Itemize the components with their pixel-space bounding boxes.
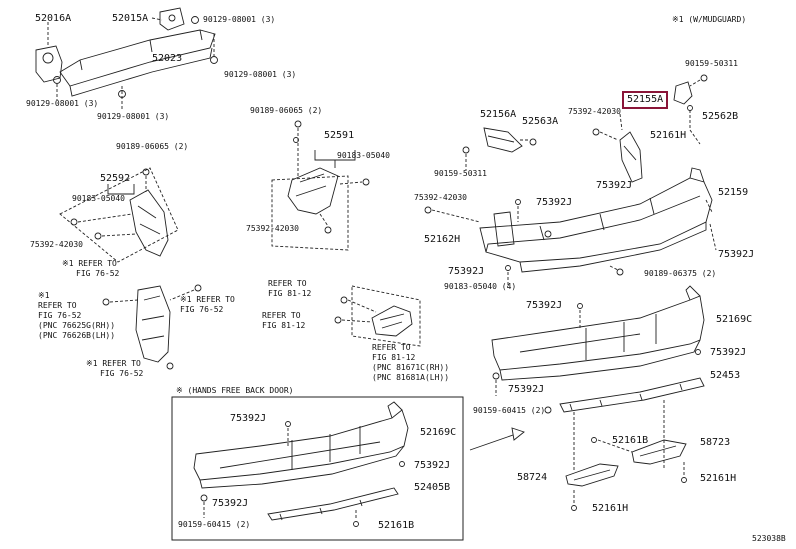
ref-mudguard-2-line5: (PNC 76626B(LH)) [38, 331, 116, 340]
part-90183-05040-b[interactable]: 90183-05040 [72, 194, 125, 203]
part-90129-08001-a[interactable]: 90129-08001 (3) [203, 15, 276, 24]
bracket-52155A-drawing [592, 74, 708, 183]
part-90159-50311-b[interactable]: 90159-50311 [434, 169, 487, 178]
ref-lamp-3-line4: (PNC 81681A(LH)) [372, 373, 450, 382]
arrow-to-main [469, 427, 525, 451]
part-75392J-a[interactable]: 75392J [596, 180, 633, 191]
bracket-52592-drawing [70, 168, 169, 257]
inset-frame [171, 396, 464, 541]
part-52169C-a[interactable]: 52169C [716, 314, 753, 325]
ref-mudguard-2-line1: ※1 [38, 291, 50, 300]
ref-lamp-1-line1[interactable]: REFER TO [268, 279, 307, 288]
ref-mudguard-1-line2[interactable]: FIG 76-52 [76, 269, 120, 278]
part-52453[interactable]: 52453 [710, 370, 741, 381]
ref-mudguard-1-line1[interactable]: ※1 REFER TO [62, 259, 117, 268]
bracket-52591-drawing [287, 120, 370, 234]
part-90129-08001-b[interactable]: 90129-08001 (3) [224, 70, 297, 79]
part-90159-50311-a[interactable]: 90159-50311 [685, 59, 738, 68]
part-75392J-e[interactable]: 75392J [526, 300, 563, 311]
inset-part-75392J-a[interactable]: 75392J [230, 413, 267, 424]
inset-part-75392J-b[interactable]: 75392J [414, 460, 451, 471]
inset-part-75392J-c[interactable]: 75392J [212, 498, 249, 509]
ref-lamp-2-line1[interactable]: REFER TO [262, 311, 301, 320]
inset-reinforcement-drawing [267, 487, 399, 521]
part-52015A[interactable]: 52015A [112, 13, 149, 24]
part-52563A[interactable]: 52563A [522, 116, 559, 127]
ref-mudguard-2-line3[interactable]: FIG 76-52 [38, 311, 82, 320]
ref-mudguard-4-line2[interactable]: FIG 76-52 [100, 369, 144, 378]
part-90159-60415-a[interactable]: 90159-60415 (2) [473, 406, 546, 415]
ref-lamp-3-line1[interactable]: REFER TO [372, 343, 411, 352]
part-75392J-c[interactable]: 75392J [718, 249, 755, 260]
inset-part-90159-60415[interactable]: 90159-60415 (2) [178, 520, 251, 529]
part-90183-05040-c[interactable]: 90183-05040 (4) [444, 282, 517, 291]
ref-lamp-3-line2[interactable]: FIG 81-12 [372, 353, 416, 362]
ref-lamp-1-line2[interactable]: FIG 81-12 [268, 289, 312, 298]
part-52161H-c[interactable]: 52161H [592, 503, 629, 514]
part-90129-08001-d[interactable]: 90129-08001 (3) [97, 112, 170, 121]
part-52161H-a[interactable]: 52161H [650, 130, 687, 141]
retainer-58724-drawing [565, 463, 619, 511]
part-75392J-b[interactable]: 75392J [536, 197, 573, 208]
part-58723[interactable]: 58723 [700, 437, 731, 448]
part-75392J-f[interactable]: 75392J [710, 347, 747, 358]
part-75392J-g[interactable]: 75392J [508, 384, 545, 395]
lower-cover-52169C-drawing [491, 285, 705, 381]
inset-part-52405B[interactable]: 52405B [414, 482, 451, 493]
part-75392J-d[interactable]: 75392J [448, 266, 485, 277]
part-58724[interactable]: 58724 [517, 472, 548, 483]
part-52161B-a[interactable]: 52161B [612, 435, 649, 446]
part-75392-42030-b[interactable]: 75392-42030 [30, 240, 83, 249]
diagram-code: 523038B [752, 534, 786, 543]
part-52562B[interactable]: 52562B [702, 111, 739, 122]
part-90189-06065-b[interactable]: 90189-06065 (2) [116, 142, 189, 151]
ref-mudguard-3-line2[interactable]: FIG 76-52 [180, 305, 224, 314]
corner-note: ※1 (W/MUDGUARD) [672, 15, 747, 24]
reinforcement-52453-drawing [544, 377, 705, 414]
part-90129-08001-c[interactable]: 90129-08001 (3) [26, 99, 99, 108]
part-52156A[interactable]: 52156A [480, 109, 517, 120]
ref-mudguard-2-line4: (PNC 76625G(RH)) [38, 321, 116, 330]
mudguard-drawing [102, 284, 202, 370]
bracket-52156A-drawing [462, 127, 537, 154]
part-52161H-b[interactable]: 52161H [700, 473, 737, 484]
retainer-58723-drawing [591, 437, 687, 483]
part-52162H[interactable]: 52162H [424, 234, 461, 245]
part-90189-06065-a[interactable]: 90189-06065 (2) [250, 106, 323, 115]
part-52155A-highlighted[interactable]: 52155A [622, 91, 669, 109]
part-75392-42030-c[interactable]: 75392-42030 [568, 107, 621, 116]
part-52159[interactable]: 52159 [718, 187, 749, 198]
part-90183-05040-a[interactable]: 90183-05040 [337, 151, 390, 160]
ref-mudguard-4-line1[interactable]: ※1 REFER TO [86, 359, 141, 368]
part-52592[interactable]: 52592 [100, 173, 131, 184]
reinforcement-52023-drawing [35, 7, 218, 98]
inset-part-52161B[interactable]: 52161B [378, 520, 415, 531]
part-90189-06375[interactable]: 90189-06375 (2) [644, 269, 717, 278]
ref-lamp-3-line3: (PNC 81671C(RH)) [372, 363, 450, 372]
part-52016A[interactable]: 52016A [35, 13, 72, 24]
part-52591[interactable]: 52591 [324, 130, 355, 141]
part-75392-42030-a[interactable]: 75392-42030 [246, 224, 299, 233]
inset-part-52169C[interactable]: 52169C [420, 427, 457, 438]
ref-mudguard-3-line1[interactable]: ※1 REFER TO [180, 295, 235, 304]
ref-lamp-2-line2[interactable]: FIG 81-12 [262, 321, 306, 330]
inset-lower-cover-drawing [193, 401, 409, 527]
part-52023[interactable]: 52023 [152, 53, 183, 64]
reflector-lamp-drawing [334, 296, 413, 337]
bumper-cover-52159-drawing [424, 167, 713, 276]
ref-mudguard-2-line2[interactable]: REFER TO [38, 301, 77, 310]
part-75392-42030-d[interactable]: 75392-42030 [414, 193, 467, 202]
inset-title: ※ (HANDS FREE BACK DOOR) [176, 386, 294, 395]
